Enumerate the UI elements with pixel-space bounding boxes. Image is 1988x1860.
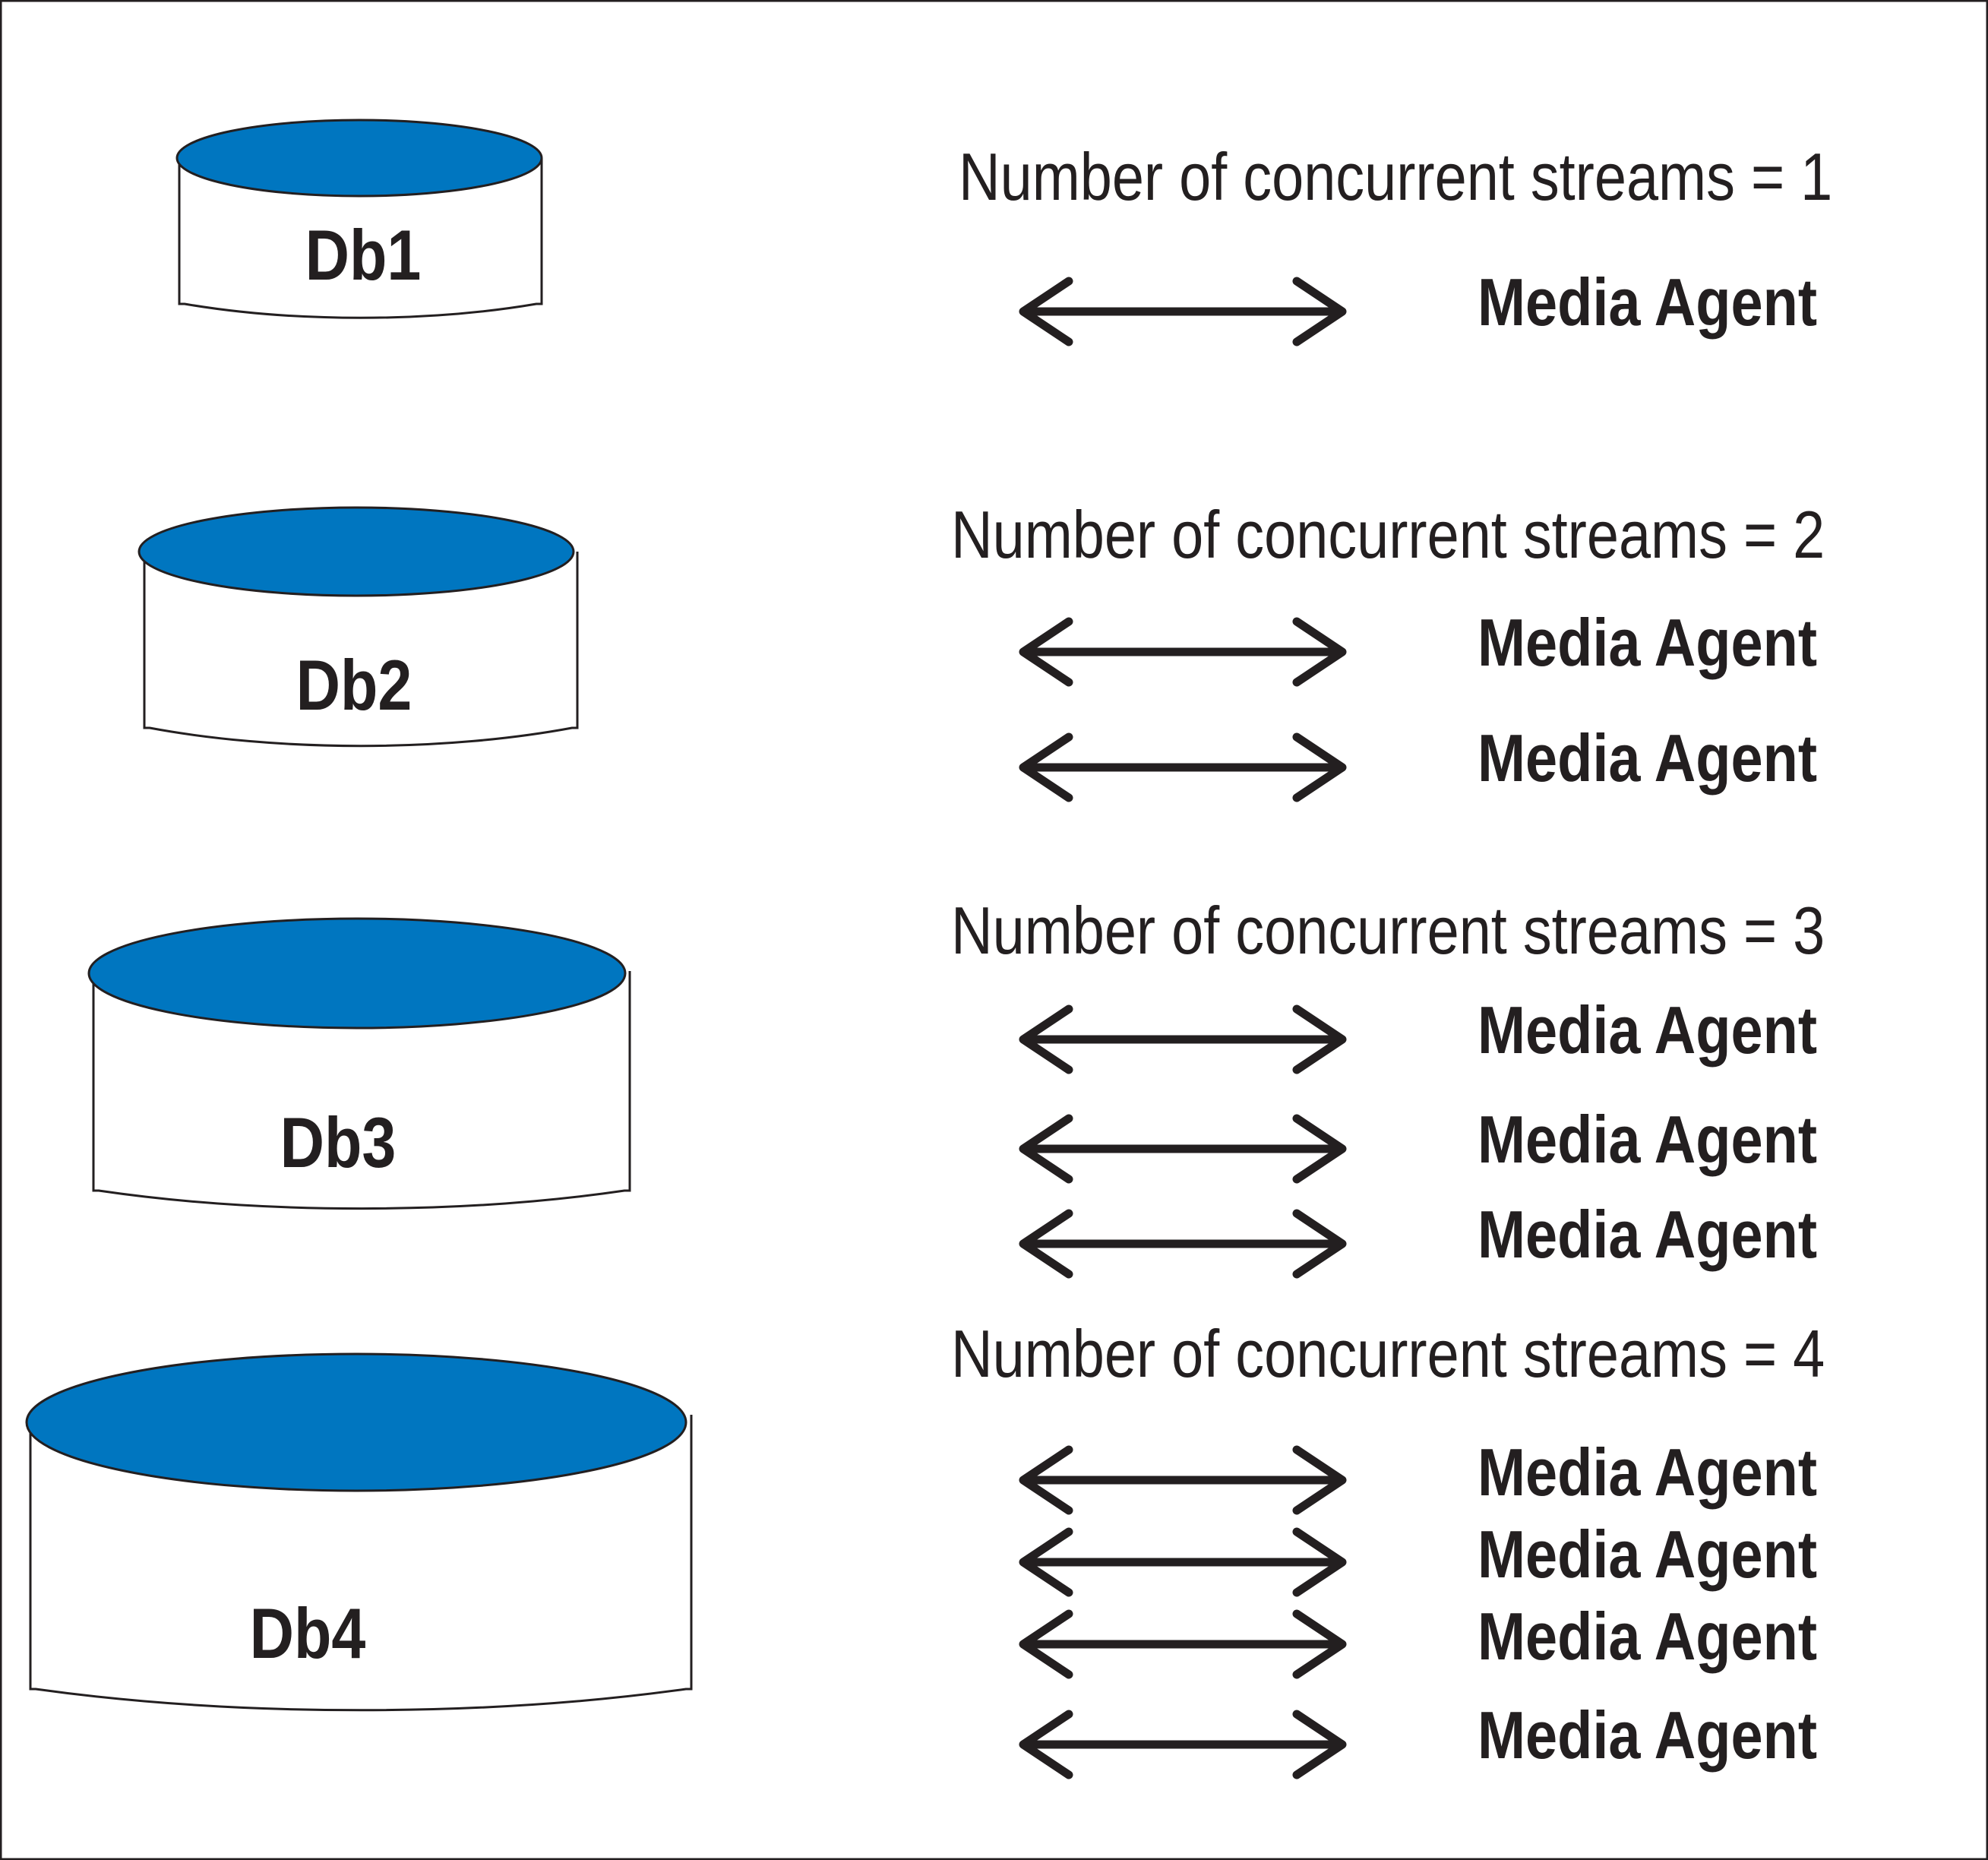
database-cylinder-db1: Db1: [175, 119, 543, 319]
double-arrow-icon: [1019, 732, 1347, 802]
double-arrow: [1019, 1209, 1347, 1279]
double-arrow: [1019, 617, 1347, 687]
double-arrow: [1019, 1609, 1347, 1679]
double-arrow-icon: [1019, 1445, 1347, 1515]
double-arrow-icon: [1019, 1004, 1347, 1074]
database-label: Db1: [305, 215, 422, 295]
double-arrow: [1019, 1527, 1347, 1597]
cylinder-top: [137, 506, 575, 597]
media-agent-label: Media Agent: [1478, 266, 1817, 340]
media-agent-label: Media Agent: [1478, 1103, 1817, 1178]
stream-group-4: Db4 Number of concurrent streams = 4 Med…: [25, 1318, 1825, 1779]
double-arrow-icon: [1019, 1710, 1347, 1779]
database-cylinder-db2: Db2: [137, 506, 579, 748]
cylinder-body: [178, 158, 543, 319]
double-arrow: [1019, 277, 1347, 346]
double-arrow: [1019, 1710, 1347, 1779]
double-arrow-icon: [1019, 1209, 1347, 1279]
database-label: Db2: [296, 645, 412, 725]
double-arrow: [1019, 1445, 1347, 1515]
streams-heading: Number of concurrent streams = 4: [951, 1318, 1825, 1392]
streams-heading: Number of concurrent streams = 3: [951, 894, 1825, 969]
cylinder-top: [25, 1352, 687, 1492]
cylinder-top: [87, 917, 627, 1030]
stream-group-1: Db1 Number of concurrent streams = 1 Med…: [175, 119, 1832, 346]
double-arrow-icon: [1019, 1114, 1347, 1184]
double-arrow-icon: [1019, 1527, 1347, 1597]
double-arrow: [1019, 1114, 1347, 1184]
media-agent-label: Media Agent: [1478, 1198, 1817, 1273]
media-agent-label: Media Agent: [1478, 1436, 1817, 1510]
double-arrow-icon: [1019, 1609, 1347, 1679]
database-label: Db3: [280, 1102, 397, 1182]
double-arrow-icon: [1019, 277, 1347, 346]
media-agent-label: Media Agent: [1478, 994, 1817, 1068]
cylinder-top: [175, 119, 543, 198]
database-label: Db4: [250, 1593, 366, 1673]
double-arrow: [1019, 1004, 1347, 1074]
double-arrow-icon: [1019, 617, 1347, 687]
cylinder-body: [92, 971, 631, 1210]
stream-group-3: Db3 Number of concurrent streams = 3 Med…: [87, 894, 1825, 1279]
database-cylinder-db4: Db4: [25, 1352, 693, 1712]
streams-heading: Number of concurrent streams = 1: [959, 141, 1832, 215]
media-agent-label: Media Agent: [1478, 722, 1817, 796]
cylinder-body: [143, 552, 579, 748]
streams-heading: Number of concurrent streams = 2: [951, 498, 1825, 573]
media-agent-label: Media Agent: [1478, 1518, 1817, 1593]
database-cylinder-db3: Db3: [87, 917, 631, 1210]
media-agent-label: Media Agent: [1478, 1600, 1817, 1675]
stream-group-2: Db2 Number of concurrent streams = 2 Med…: [137, 498, 1825, 802]
media-agent-label: Media Agent: [1478, 606, 1817, 681]
cylinder-body: [29, 1415, 693, 1712]
media-agent-label: Media Agent: [1478, 1699, 1817, 1773]
double-arrow: [1019, 732, 1347, 802]
